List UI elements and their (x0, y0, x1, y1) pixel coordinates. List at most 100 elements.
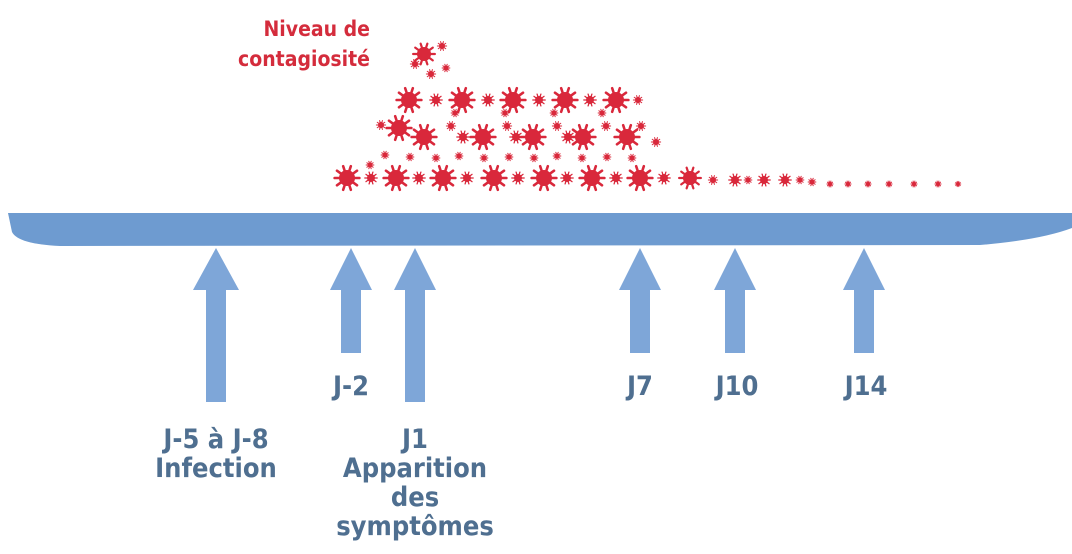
virus-icon (445, 121, 457, 131)
marker-label-j7: J7 (627, 372, 653, 401)
virus-icon (448, 86, 476, 114)
virus-icon (597, 108, 607, 118)
contagion-label-line1: Niveau de (263, 17, 370, 41)
virus-icon (613, 123, 641, 151)
virus-icon (602, 152, 612, 162)
virus-icon (532, 93, 546, 107)
virus-icon (405, 152, 415, 162)
timeline-bar (8, 213, 1072, 246)
marker-j1-line2: Apparition (342, 453, 488, 484)
marker-j14-line1: J14 (844, 371, 888, 402)
virus-icon (549, 108, 559, 118)
virus-icon (795, 175, 805, 185)
virus-icon (807, 177, 817, 187)
marker-j-2-line1: J-2 (332, 371, 370, 402)
virus-icon (364, 171, 378, 185)
virus-icon (511, 171, 525, 185)
virus-icon (627, 153, 637, 163)
virus-icon (864, 180, 872, 188)
virus-icon (583, 93, 597, 107)
arrow-infection (193, 248, 239, 402)
virus-icon (560, 171, 574, 185)
contagion-label-line2: contagiosité (238, 47, 370, 71)
marker-j1-line4: symptômes (336, 511, 494, 542)
marker-infection-line1: J-5 à J-8 (163, 424, 269, 455)
marker-label-j-2: J-2 (333, 372, 369, 401)
virus-icon (509, 130, 523, 144)
virus-icon (561, 130, 575, 144)
virus-icon (743, 175, 753, 185)
virus-icon (395, 86, 423, 114)
marker-j1-line3: des (390, 482, 440, 513)
marker-j1-line1: J1 (402, 424, 428, 455)
virus-icon (380, 150, 390, 160)
arrow-j7 (619, 248, 661, 353)
marker-label-j14: J14 (845, 372, 888, 401)
virus-icon (635, 121, 647, 131)
virus-icon (410, 123, 438, 151)
virus-icon (460, 171, 474, 185)
virus-icon (375, 120, 387, 130)
arrow-j14 (843, 248, 885, 353)
virus-icon (429, 93, 443, 107)
virus-icon (934, 180, 942, 188)
virus-icon (441, 63, 451, 73)
virus-icon (529, 153, 539, 163)
virus-icon (409, 59, 421, 69)
virus-icon (569, 123, 597, 151)
virus-icon (728, 173, 742, 187)
virus-icon (479, 153, 489, 163)
arrow-j10 (714, 248, 756, 353)
marker-label-j10: J10 (716, 372, 759, 401)
virus-icon (519, 123, 547, 151)
arrow-j-2 (330, 248, 372, 353)
virus-icon (551, 121, 563, 131)
marker-label-j1: J1 Apparition des symptômes (336, 425, 494, 541)
virus-icon (504, 152, 514, 162)
virus-icon (626, 164, 654, 192)
marker-infection-line2: Infection (155, 453, 277, 484)
virus-icon (412, 171, 426, 185)
virus-icon (481, 93, 495, 107)
virus-icon (707, 175, 719, 185)
virus-icon (632, 95, 644, 105)
virus-icon (678, 166, 702, 190)
virus-icon (600, 121, 612, 131)
virus-icon (469, 123, 497, 151)
virus-icon (499, 86, 527, 114)
virus-icon (333, 164, 361, 192)
virus-icon (365, 160, 375, 170)
virus-icon (609, 171, 623, 185)
virus-icon (954, 180, 962, 188)
virus-icon (425, 69, 437, 79)
virus-icon (454, 151, 464, 161)
virus-icon (844, 180, 852, 188)
contagion-level-label: Niveau de contagiosité (238, 14, 370, 74)
virus-icon (500, 108, 510, 118)
virus-icon (385, 114, 413, 142)
virus-icon (501, 121, 513, 131)
virus-icon (436, 41, 448, 51)
virus-icon (885, 180, 893, 188)
virus-icon (778, 173, 792, 187)
virus-icon (480, 164, 508, 192)
virus-icon (450, 108, 460, 118)
virus-icon (429, 164, 457, 192)
virus-icon (757, 173, 771, 187)
marker-j10-line1: J10 (715, 371, 759, 402)
virus-icon (552, 151, 562, 161)
marker-j7-line1: J7 (627, 371, 653, 402)
virus-icon (577, 153, 587, 163)
virus-icon (551, 86, 579, 114)
virus-icon (650, 137, 662, 147)
virus-icon (826, 180, 834, 188)
virus-icon (657, 171, 671, 185)
virus-icon (431, 153, 441, 163)
contagion-virus-cloud (333, 41, 962, 192)
arrow-j1 (394, 248, 436, 402)
virus-icon (910, 180, 918, 188)
virus-icon (382, 164, 410, 192)
virus-icon (530, 164, 558, 192)
virus-icon (602, 86, 630, 114)
